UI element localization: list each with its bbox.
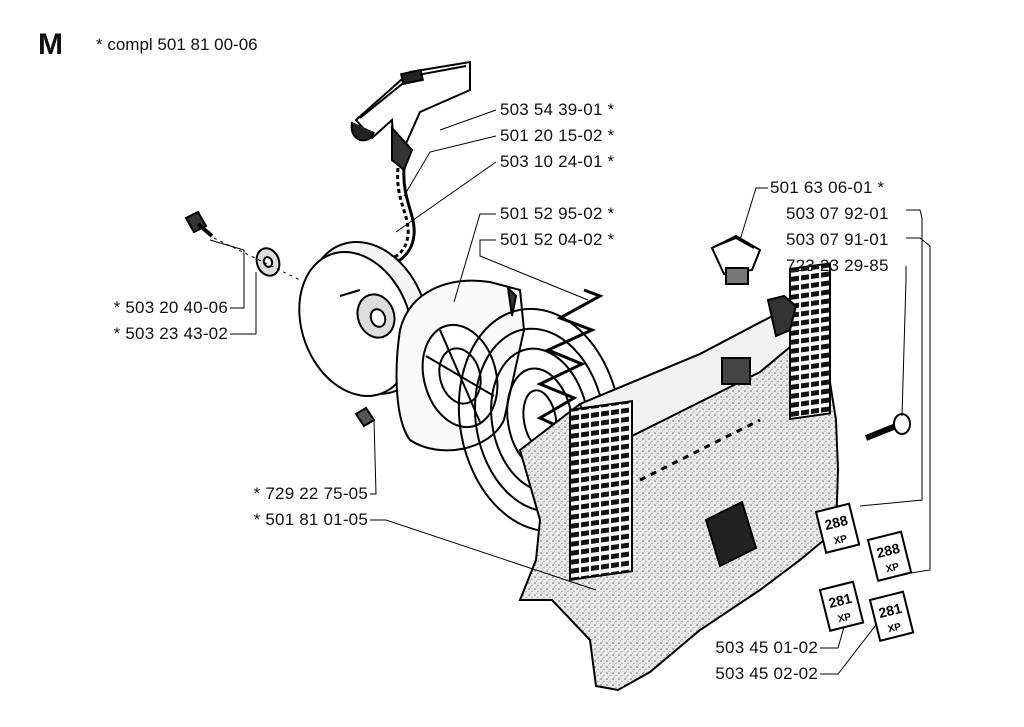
badge-3-number: 281	[827, 590, 854, 611]
part-label-503-07-92-01: 503 07 92-01	[786, 204, 889, 223]
badge-3-suffix: XP	[837, 611, 853, 625]
part-label-501-63-06-01: 501 63 06-01 *	[770, 178, 885, 197]
part-label-503-23-43-02: * 503 23 43-02	[113, 324, 228, 343]
plug	[710, 234, 762, 285]
starter-handle	[350, 60, 471, 172]
part-label-723-23-29-85: 723 23 29-85	[786, 256, 889, 275]
part-label-503-54-39-01: 503 54 39-01 *	[500, 100, 615, 119]
badge-4-number: 281	[877, 600, 904, 621]
badge-4-suffix: XP	[887, 621, 903, 635]
washer	[255, 247, 281, 277]
badge-1-suffix: XP	[833, 533, 849, 547]
section-letter: M	[38, 28, 63, 61]
part-label-501-52-95-02: 501 52 95-02 *	[500, 204, 615, 223]
part-label-501-52-04-02: 501 52 04-02 *	[500, 230, 615, 249]
part-label-503-45-02-02: 503 45 02-02	[715, 664, 818, 683]
badge-2-number: 288	[875, 540, 902, 561]
badge-2: 288 XP	[866, 530, 913, 582]
screw-left	[184, 210, 214, 238]
part-label-503-20-40-06: * 503 20 40-06	[113, 298, 228, 317]
badge-1-number: 288	[823, 512, 850, 533]
badge-1: 288 XP	[814, 502, 861, 554]
bolt-right	[864, 413, 911, 441]
part-label-503-45-01-02: 503 45 01-02	[715, 638, 818, 657]
badge-3: 281 XP	[818, 580, 865, 632]
part-label-503-10-24-01: 503 10 24-01 *	[500, 152, 615, 171]
part-label-503-07-91-01: 503 07 91-01	[786, 230, 889, 249]
part-label-501-81-01-05: * 501 81 01-05	[253, 510, 368, 529]
part-label-501-20-15-02: 501 20 15-02 *	[500, 126, 615, 145]
starter-housing	[518, 262, 840, 692]
badge-2-suffix: XP	[885, 561, 901, 575]
screw-lower	[354, 406, 376, 428]
leader-lines	[209, 109, 931, 675]
part-label-729-22-75-05: * 729 22 75-05	[253, 484, 368, 503]
badge-4: 281 XP	[868, 590, 915, 642]
section-title: * compl 501 81 00-06	[96, 35, 258, 54]
